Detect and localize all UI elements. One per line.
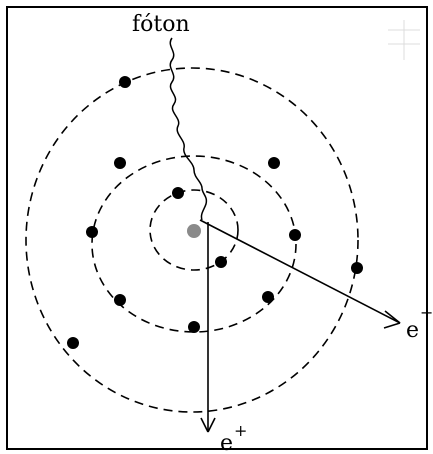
nucleus [187, 224, 201, 238]
electron [268, 157, 280, 169]
photon-wave [169, 37, 208, 221]
electron [289, 229, 301, 241]
electron [119, 76, 131, 88]
positron-charge-label: + [234, 421, 247, 440]
positron-label: e [220, 431, 233, 454]
photon-label: fóton [132, 12, 190, 37]
electron-ray [199, 219, 401, 329]
electron [172, 187, 184, 199]
middle-orbit [91, 155, 297, 333]
diagram-frame [6, 6, 428, 450]
electron [215, 256, 227, 268]
electrons [67, 76, 363, 349]
electron [114, 157, 126, 169]
electron [188, 321, 200, 333]
positron-ray [200, 222, 216, 433]
inner-orbit [149, 189, 239, 271]
outer-orbit [25, 67, 359, 413]
corner-artifact [388, 20, 420, 60]
electron-charge-label: − [420, 303, 433, 322]
electron [351, 262, 363, 274]
electron [262, 291, 274, 303]
electron-label: e [406, 318, 419, 343]
electron [114, 294, 126, 306]
electron [67, 337, 79, 349]
electron [86, 226, 98, 238]
